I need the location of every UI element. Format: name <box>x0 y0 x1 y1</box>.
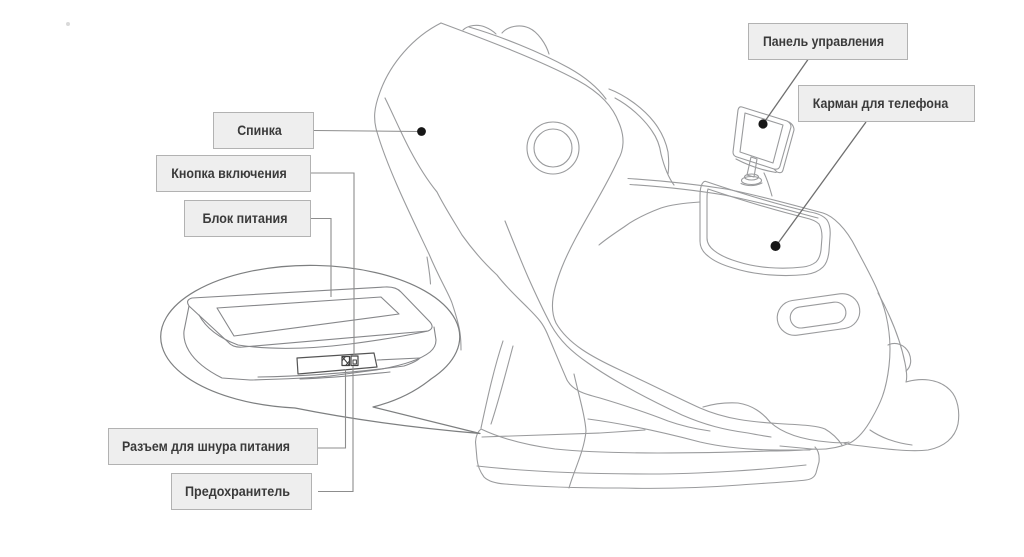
svg-text:Кнопка включения: Кнопка включения <box>171 165 287 181</box>
svg-text:Предохранитель: Предохранитель <box>185 483 290 499</box>
svg-text:Спинка: Спинка <box>237 122 282 138</box>
svg-text:Панель управления: Панель управления <box>763 33 884 49</box>
svg-text:Карман для телефона: Карман для телефона <box>813 95 949 111</box>
svg-text:Блок питания: Блок питания <box>203 210 288 226</box>
svg-text:Разъем для шнура питания: Разъем для шнура питания <box>122 438 290 454</box>
